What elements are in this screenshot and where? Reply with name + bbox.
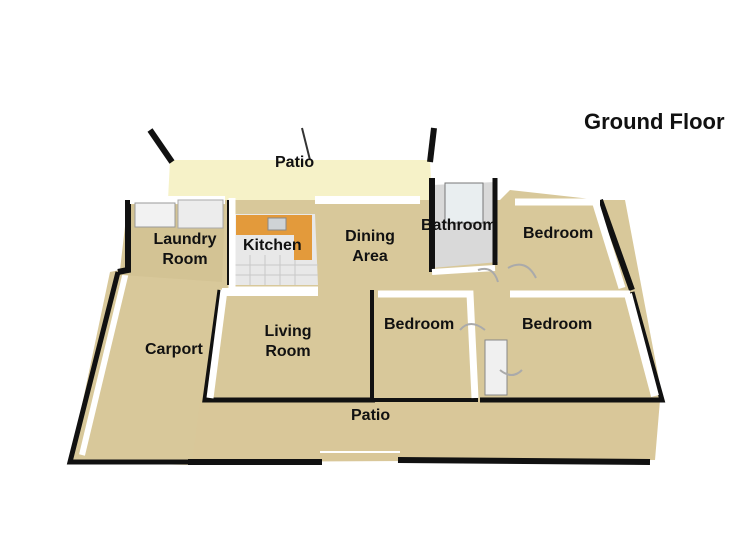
bedroom-middle-floor [374, 296, 478, 398]
label-living-room: Living Room [258, 322, 318, 362]
door-bedroom-right [499, 369, 523, 376]
label-bathroom: Bathroom [421, 217, 497, 234]
bedroom-right-wall-outer [480, 291, 666, 403]
bedroom-top-right-floor [515, 200, 625, 292]
patio-pole [301, 127, 311, 161]
door-bedroom-middle [459, 323, 486, 331]
label-bedroom-right: Bedroom [522, 316, 593, 333]
label-laundry-room: Laundry Room [150, 230, 220, 270]
label-living-line2: Room [265, 343, 311, 360]
laundry-cabinet [134, 202, 176, 228]
label-patio-bottom: Patio [351, 407, 391, 424]
living-room-wall-left [206, 289, 228, 399]
label-patio-top: Patio [275, 154, 315, 171]
bedroom-middle-wall-inner [378, 290, 479, 399]
label-laundry-line1: Laundry [153, 231, 217, 248]
laundry-cabinet-2 [177, 199, 224, 229]
label-bedroom-top-right: Bedroom [523, 225, 594, 242]
kitchen-sink [267, 217, 287, 231]
door-bedroom-top [507, 263, 537, 279]
bedroom-right-wall-inner [624, 292, 659, 398]
wardrobe [484, 339, 508, 396]
label-carport: Carport [145, 341, 203, 358]
label-kitchen: Kitchen [243, 237, 302, 254]
living-room-wall [202, 289, 375, 403]
floor-title: Ground Floor [584, 109, 725, 134]
laundry-wall [117, 200, 131, 275]
patio-post-right [427, 127, 437, 163]
label-dining-line2: Area [352, 248, 388, 265]
bathroom-shower [444, 182, 484, 224]
bottom-wall-right [397, 457, 651, 465]
label-dining-line1: Dining [345, 228, 395, 245]
patio-post-left [147, 128, 175, 164]
bedroom-top-right-wall [597, 198, 635, 292]
patio-bottom-area [192, 400, 660, 462]
label-bedroom-middle: Bedroom [384, 316, 455, 333]
label-laundry-line2: Room [162, 251, 208, 268]
label-living-line1: Living [264, 323, 312, 340]
bedroom-top-right-wall-inner [592, 202, 626, 290]
bedroom-middle-wall [370, 290, 478, 402]
kitchen-counter-right [294, 215, 312, 260]
bedroom-right-floor [495, 296, 660, 398]
label-dining-area: Dining Area [340, 227, 400, 267]
carport-wall-inner [79, 271, 129, 456]
carport-wall [66, 271, 190, 465]
patio-top-area [168, 160, 432, 200]
door-bathroom [477, 267, 499, 283]
